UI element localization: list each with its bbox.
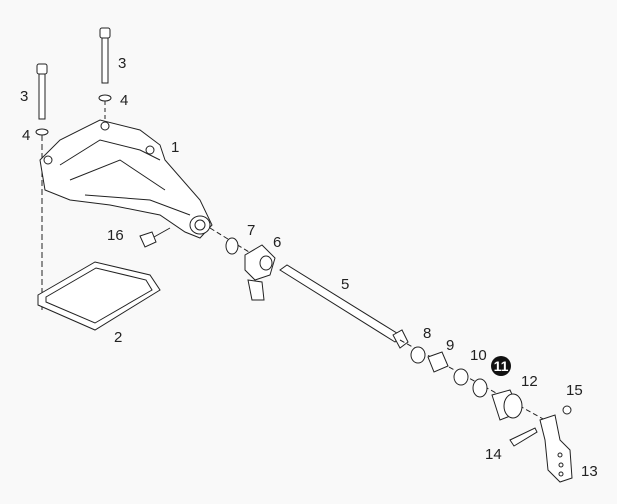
joint — [244, 244, 276, 301]
bushing-12 — [491, 389, 523, 421]
callout-7: 7 — [247, 222, 255, 239]
ring-10 — [453, 368, 469, 386]
gasket — [37, 261, 161, 331]
callout-14: 14 — [485, 446, 502, 463]
callout-9: 9 — [446, 337, 454, 354]
callout-10: 10 — [470, 347, 487, 364]
washer-left — [35, 128, 49, 136]
callout-4-upper: 4 — [120, 92, 128, 109]
bolt-left — [35, 63, 49, 136]
shaft — [279, 264, 409, 349]
washer-upper — [98, 94, 112, 102]
callout-11: 11 — [494, 358, 509, 374]
callout-13: 13 — [581, 463, 598, 480]
nut — [562, 405, 572, 415]
bushing-9 — [427, 351, 449, 373]
callout-4-left: 4 — [22, 127, 30, 144]
highlight-badge — [491, 356, 511, 376]
part-11 — [472, 378, 488, 398]
housing — [39, 119, 213, 239]
callout-3-left: 3 — [20, 88, 28, 105]
callout-8: 8 — [423, 325, 431, 342]
callout-2: 2 — [114, 329, 122, 346]
callout-12: 12 — [521, 373, 538, 390]
ring-8 — [410, 346, 426, 364]
callout-1: 1 — [171, 139, 179, 156]
plug — [139, 227, 171, 248]
callout-16: 16 — [107, 227, 124, 244]
ring-7 — [225, 237, 239, 255]
callout-5: 5 — [341, 276, 349, 293]
pin — [509, 427, 538, 447]
callout-3-upper: 3 — [118, 55, 126, 72]
callout-15: 15 — [566, 382, 583, 399]
lever — [539, 414, 573, 483]
bolt-upper — [98, 27, 112, 102]
callout-6: 6 — [273, 234, 281, 251]
